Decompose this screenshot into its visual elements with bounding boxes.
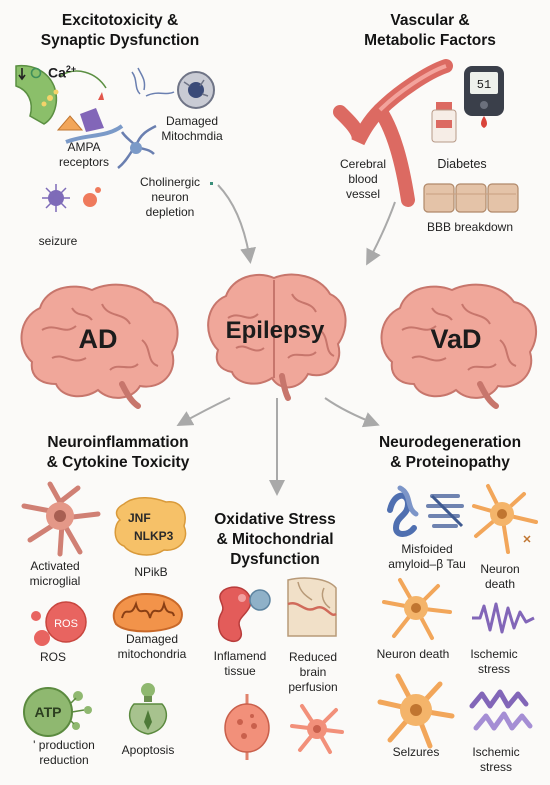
brain-ad-icon: AD bbox=[20, 283, 179, 409]
cytokine-cloud-icon: JNF NLKP3 bbox=[114, 497, 187, 556]
misfolded-protein-label: Misfoided amyloid–β Tau bbox=[388, 542, 466, 571]
apoptosis-icon bbox=[128, 683, 168, 735]
activated-microglia-label: Activated microglial bbox=[29, 559, 81, 588]
neuron-death-right-label: Neuron death bbox=[480, 562, 520, 591]
neuron-death-right-icon bbox=[472, 484, 538, 554]
bbb-breakdown-label: BBB breakdown bbox=[426, 220, 514, 234]
production-reduction-label: ' production reduction bbox=[33, 738, 95, 767]
reduced-perfusion-icon bbox=[287, 577, 337, 637]
arrow-vascular-to-epilepsy bbox=[366, 201, 396, 266]
cholinergic-neuron-label: Cholinergic neuron depletion bbox=[139, 175, 201, 219]
calcium-label: Ca2+ bbox=[48, 64, 77, 81]
medicine-bottle-icon bbox=[431, 102, 457, 143]
apoptosis-label: Apoptosis bbox=[121, 743, 175, 757]
npikb-label: NPikB bbox=[134, 565, 168, 579]
damaged-mitochondria-top-label: Damaged Mitochmdia bbox=[161, 114, 223, 143]
glucometer-icon: 51 bbox=[464, 66, 504, 128]
neurodegeneration-heading: Neurodegeneration & Proteinopathy bbox=[378, 434, 522, 471]
brain-vad-icon: VaD bbox=[380, 283, 538, 409]
seizures-neuron-icon bbox=[377, 673, 455, 749]
damaged-mitochondria-icon bbox=[112, 592, 183, 633]
brain-ad-label: AD bbox=[79, 324, 118, 354]
reduced-perfusion-label: Reduced brain perfusion bbox=[288, 650, 338, 694]
neuron-death-left-label: Neuron death bbox=[376, 647, 450, 661]
glucometer-reading: 51 bbox=[477, 78, 491, 92]
small-dot bbox=[210, 182, 213, 185]
ampa-receptors-label: AMPA receptors bbox=[58, 140, 110, 169]
damaged-neuron-icon bbox=[290, 704, 344, 754]
ischemic-wave-icon bbox=[472, 602, 535, 634]
damaged-mitochondria-label: Damaged mitochondria bbox=[117, 632, 187, 661]
seizures-label: Selzures bbox=[392, 745, 440, 759]
diabetes-label: Diabetes bbox=[437, 157, 487, 171]
atp-icon: ATP bbox=[23, 687, 92, 737]
neuron-death-left-icon bbox=[382, 578, 452, 640]
arrow-to-neuroinflammation bbox=[176, 397, 231, 426]
ampa-receptor-icon bbox=[56, 108, 124, 144]
inflamed-tissue-icon bbox=[217, 586, 271, 642]
apoptotic-cell-icon bbox=[224, 694, 270, 760]
neuroinflammation-heading: Neuroinflammation & Cytokine Toxicity bbox=[46, 434, 190, 471]
cerebral-blood-vessel-label: Cerebral blood vessel bbox=[339, 157, 387, 201]
inflamed-tissue-label: Inflamend tissue bbox=[213, 649, 267, 678]
damaged-mitochondria-top-icon bbox=[131, 67, 215, 109]
ischemic-zigzag-icon bbox=[469, 689, 533, 731]
brain-epilepsy-label: Epilepsy bbox=[226, 317, 325, 344]
oxidative-stress-heading: Oxidative Stress & Mitochondrial Dysfunc… bbox=[214, 511, 336, 568]
cerebral-blood-vessel-icon bbox=[333, 59, 453, 207]
seizure-icon bbox=[42, 184, 101, 212]
cholinergic-neuron-icon bbox=[117, 124, 157, 169]
activated-microglia-icon bbox=[21, 481, 101, 557]
atp-text: ATP bbox=[35, 704, 62, 720]
ros-badge-text: ROS bbox=[54, 618, 78, 630]
seizure-label: seizure bbox=[38, 234, 78, 248]
arrow-excitotoxicity-to-epilepsy bbox=[217, 184, 257, 264]
vascular-heading: Vascular & Metabolic Factors bbox=[364, 12, 496, 49]
arrow-to-neurodegeneration bbox=[324, 397, 380, 428]
nlkp3-text: NLKP3 bbox=[134, 529, 174, 543]
excitotoxicity-heading: Excitotoxicity & Synaptic Dysfunction bbox=[40, 12, 200, 49]
ischemic-stress-label-2: Ischemic stress bbox=[472, 745, 520, 774]
ros-label: ROS bbox=[39, 650, 66, 664]
bbb-breakdown-icon bbox=[423, 183, 519, 213]
brain-vad-label: VaD bbox=[430, 324, 481, 354]
jnf-text: JNF bbox=[128, 511, 151, 525]
ros-icon: ROS bbox=[31, 601, 87, 646]
misfolded-protein-icon bbox=[387, 485, 464, 537]
ischemic-stress-label-1: Ischemic stress bbox=[470, 647, 518, 676]
synapse-icon bbox=[15, 64, 107, 125]
brain-epilepsy-icon: Epilepsy bbox=[207, 273, 347, 401]
